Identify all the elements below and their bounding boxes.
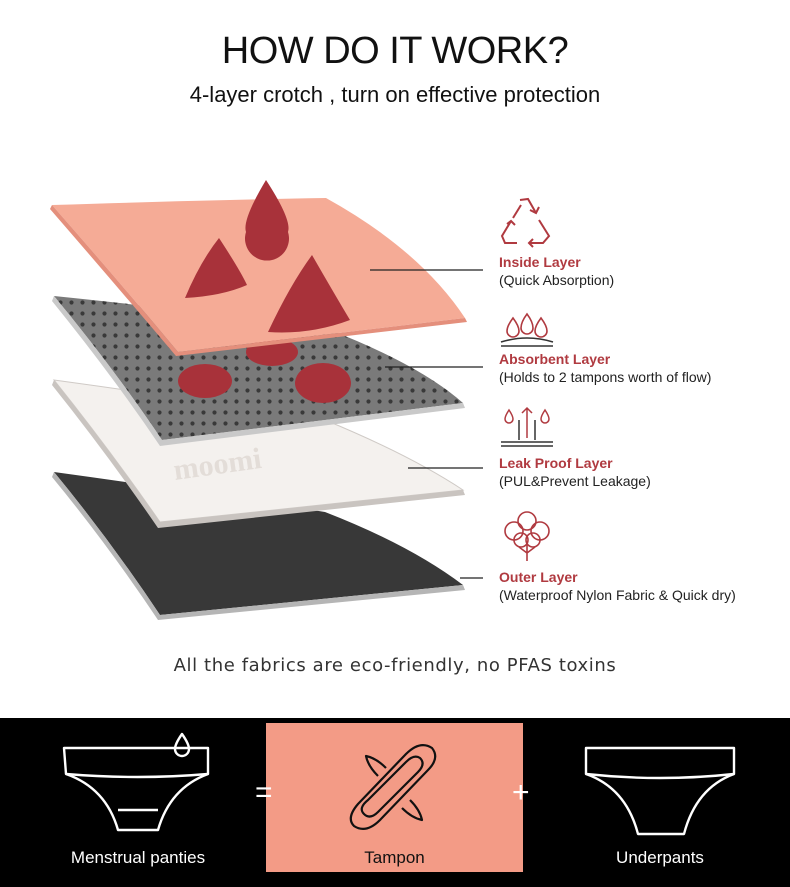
layers-illustration: moomi xyxy=(50,180,483,620)
tampon-label: Tampon xyxy=(364,848,425,867)
absorbed-spot xyxy=(295,363,351,403)
blood-drop xyxy=(185,238,247,298)
page-title: HOW DO IT WORK? xyxy=(221,30,569,72)
absorbent-layer-label: Absorbent Layer (Holds to 2 tampons wort… xyxy=(499,351,711,386)
equals-operator: = xyxy=(255,776,273,809)
leak-proof-icon xyxy=(499,404,555,453)
layer-name: Absorbent Layer xyxy=(499,351,611,367)
leak-proof-layer-label: Leak Proof Layer (PUL&Prevent Leakage) xyxy=(499,455,651,490)
layer-name: Outer Layer xyxy=(499,569,578,585)
layer-desc: (Waterproof Nylon Fabric & Quick dry) xyxy=(499,587,736,603)
recycle-icon xyxy=(499,196,557,257)
page-subtitle: 4-layer crotch , turn on effective prote… xyxy=(189,82,601,107)
inside-layer-label: Inside Layer (Quick Absorption) xyxy=(499,254,614,289)
outer-layer-label: Outer Layer (Waterproof Nylon Fabric & Q… xyxy=(499,569,736,604)
tampon-panel xyxy=(266,723,523,872)
pad-icon xyxy=(349,743,437,831)
menstrual-panties-label: Menstrual panties xyxy=(70,848,206,867)
blood-drop xyxy=(268,255,350,333)
drops-absorb-icon xyxy=(499,312,555,353)
layer-desc: (Holds to 2 tampons worth of flow) xyxy=(499,369,712,385)
absorbed-spot xyxy=(178,364,232,398)
underpants-icon xyxy=(584,746,736,836)
blood-drop xyxy=(245,180,289,261)
panties-drop-icon xyxy=(62,732,210,832)
cotton-icon xyxy=(499,507,555,568)
underpants-label: Underpants xyxy=(616,848,704,867)
layer-name: Leak Proof Layer xyxy=(499,455,613,471)
layer-desc: (PUL&Prevent Leakage) xyxy=(499,473,651,489)
eco-note: All the fabrics are eco-friendly, no PFA… xyxy=(173,655,617,676)
inside-layer-sheet xyxy=(52,198,465,352)
plus-operator: + xyxy=(512,776,530,809)
layer-desc: (Quick Absorption) xyxy=(499,272,615,288)
layer-name: Inside Layer xyxy=(499,254,581,270)
